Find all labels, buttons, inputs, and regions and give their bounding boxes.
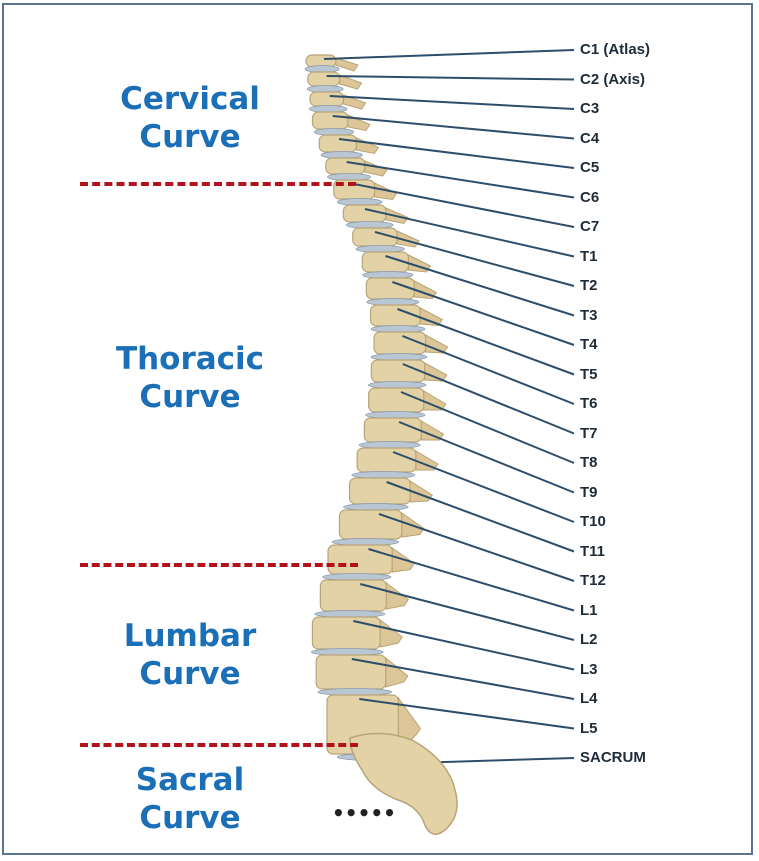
vertebra-body [326,158,365,174]
spinous-process [421,421,443,440]
cervical-label-line1: Cervical [70,80,310,118]
leader-line [379,514,574,581]
vertebra-label: T9 [580,485,598,501]
vertebra-label: C6 [580,190,599,206]
lumbar-label-line2: Curve [70,655,310,693]
sacral-curve-label: Sacral Curve [70,761,310,837]
coccyx-dots: ••••• [332,801,396,825]
leader-line [327,76,574,80]
spinous-process [420,308,442,326]
thoracic-label-line1: Thoracic [70,340,310,378]
vertebra-label: T12 [580,573,606,589]
vertebra-body [328,545,392,574]
leader-line [387,482,574,552]
vertebra-body [310,92,344,106]
vertebra-body [308,72,340,86]
vertebra-label: T6 [580,396,598,412]
lumbar-label-line1: Lumbar [70,617,310,655]
vertebra-body [343,205,386,222]
spinous-process [424,391,446,410]
vertebra-label: L5 [580,721,598,737]
vertebra-label: T7 [580,426,598,442]
leader-line [330,96,574,109]
vertebra-body [371,360,424,382]
vertebra-label: C5 [580,160,599,176]
sacral-label-line2: Curve [70,799,310,837]
cervical-label-line2: Curve [70,118,310,156]
vertebra-label: T10 [580,514,606,530]
vertebra-label: L1 [580,603,598,619]
vertebra-label: C1 (Atlas) [580,42,650,58]
vertebra-label: L3 [580,662,598,678]
spinous-process [386,658,408,687]
vertebra-label: T11 [580,544,605,560]
vertebra-label: T5 [580,367,598,383]
thoracic-label-line2: Curve [70,378,310,416]
vertebra-body [312,112,347,129]
cervical-curve-label: Cervical Curve [70,80,310,156]
vertebra-label: T4 [580,337,598,353]
vertebra-body [319,135,356,152]
vertebra-bodies [305,55,447,761]
vertebra-label: L2 [580,632,598,648]
vertebra-label: T2 [580,278,598,294]
vertebra-body [357,448,416,472]
vertebra-body [369,388,424,412]
cervical-thoracic-divider [80,182,356,186]
vertebra-body [312,617,380,649]
lumbar-sacral-divider [80,743,358,747]
leader-line [324,50,574,59]
vertebra-body [364,418,421,442]
vertebra-body [320,580,386,611]
lumbar-curve-label: Lumbar Curve [70,617,310,693]
vertebra-body [366,278,414,299]
thoracic-curve-label: Thoracic Curve [70,340,310,416]
vertebra-body [350,478,411,504]
vertebra-label: C3 [580,101,599,117]
vertebra-label: C4 [580,131,599,147]
spinous-process [380,620,402,647]
spinous-process [356,138,378,154]
vertebra-label: T1 [580,249,598,265]
sacral-label-line1: Sacral [70,761,310,799]
vertebra-label: T3 [580,308,598,324]
vertebra-label: L4 [580,691,598,707]
vertebra-body [316,655,386,689]
vertebra-body [339,510,401,539]
vertebra-label: C7 [580,219,599,235]
leader-line [333,116,574,139]
vertebra-label: C2 (Axis) [580,72,645,88]
vertebra-label: T8 [580,455,598,471]
vertebra-label: SACRUM [580,750,646,766]
thoracic-lumbar-divider [80,563,358,567]
